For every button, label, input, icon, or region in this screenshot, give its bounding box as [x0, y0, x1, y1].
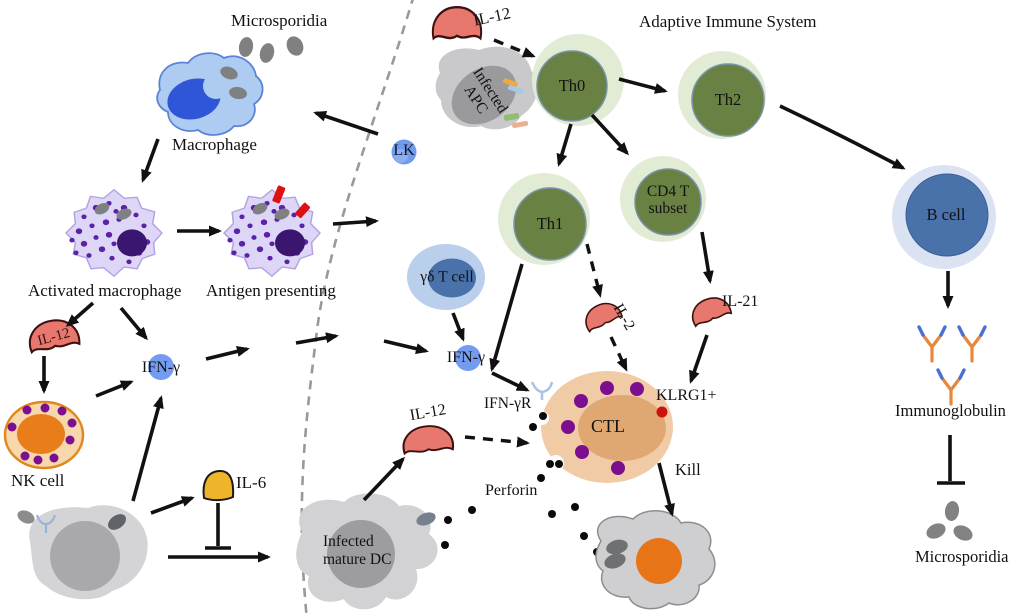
cd4-subset-cell — [620, 156, 706, 242]
ctl-cell — [530, 371, 673, 483]
infected-mature-dc-cell — [296, 493, 438, 610]
th1-label: Th1 — [536, 213, 564, 233]
immunoglobulin-label: Immunoglobulin — [895, 401, 1006, 420]
arrow — [556, 123, 573, 167]
ifngr-label: IFN-γR — [484, 395, 532, 412]
arrow — [383, 339, 429, 355]
lk-label: LK — [393, 142, 415, 160]
immune-synapse — [502, 78, 529, 129]
klrg1-dot — [656, 406, 668, 418]
arrow — [332, 216, 379, 228]
arrow — [65, 301, 95, 327]
th2-label: Th2 — [714, 89, 742, 109]
dashed-arrows — [464, 38, 628, 448]
arrows — [38, 77, 954, 563]
b-cell-shape — [892, 165, 996, 269]
dashed-arrow — [609, 336, 628, 372]
arrow — [150, 496, 195, 515]
arrow — [700, 231, 714, 284]
lk-blob — [391, 139, 417, 165]
dashed-arrow — [464, 435, 530, 448]
th0-label: Th0 — [558, 75, 586, 95]
arrow — [119, 306, 148, 341]
ifng-left-label: IFN-γ — [141, 359, 181, 377]
il6-inhibition-tbar — [205, 503, 231, 550]
immature-dc-cell — [17, 505, 148, 600]
ifng-left-blob — [148, 354, 174, 380]
ifng-mid-blob — [455, 345, 481, 371]
antigen-presenting-label: Antigen presenting — [206, 281, 336, 300]
activated-macrophage-cell — [65, 189, 163, 277]
antigen-presenting-cell — [223, 189, 321, 277]
arrow — [141, 138, 160, 183]
arrow — [451, 312, 465, 342]
microsporidia-spores-top — [238, 36, 304, 63]
arrow — [313, 110, 379, 136]
kill-label: Kill — [675, 460, 701, 479]
arrow — [657, 462, 675, 517]
dashed-arrow — [585, 243, 603, 298]
nk-cell-shape — [3, 400, 85, 470]
arrow — [95, 380, 134, 398]
th2-cell — [678, 51, 766, 139]
microsporidia-top-label: Microsporidia — [231, 11, 328, 30]
macrophage-cell — [156, 52, 264, 136]
arrow — [205, 346, 250, 361]
b-cell-label: B cell — [926, 204, 966, 224]
immunoglobulin-antibodies — [917, 325, 987, 406]
perforin-dots — [441, 412, 612, 556]
killed-cell — [595, 510, 716, 610]
cd4-subset-label: CD4 T subset — [646, 182, 690, 217]
ctl-label: CTL — [591, 416, 625, 437]
il6-blob — [202, 469, 235, 502]
mhc-antigen-markers — [272, 185, 311, 219]
arrow — [618, 77, 668, 94]
arrow — [590, 113, 630, 156]
arrow — [295, 332, 339, 345]
th0-cell — [532, 34, 624, 126]
infected-mature-dc-label: Infected mature DC — [323, 533, 392, 568]
activated-macrophage-label: Activated macrophage — [28, 281, 182, 300]
il6-label: IL-6 — [236, 473, 267, 492]
arrow — [131, 395, 164, 502]
il21-label: IL-21 — [722, 293, 759, 310]
arrow — [689, 334, 709, 384]
microsporidia-bottom-label: Microsporidia — [915, 547, 1009, 566]
arrow — [489, 263, 524, 372]
arrow — [779, 104, 906, 170]
nk-cell-label: NK cell — [11, 471, 65, 490]
adaptive-immune-system-label: Adaptive Immune System — [639, 12, 817, 31]
perforin-label: Perforin — [485, 482, 538, 499]
il12-bottom-blob — [400, 423, 455, 455]
immunoglobulin-inhibition-tbar — [937, 435, 965, 485]
microsporidia-spores-bottom — [926, 501, 973, 541]
ifngr-receptor-icon — [530, 381, 554, 400]
phagocytosis-receptor-icon — [35, 514, 57, 533]
macrophage-label: Macrophage — [172, 135, 257, 154]
gdt-cell — [407, 244, 485, 310]
klrg1-label: KLRG1+ — [656, 387, 717, 404]
dashed-arrow — [493, 38, 536, 58]
ifng-mid-label: IFN-γ — [446, 349, 486, 367]
infected-apc-cell — [435, 46, 538, 130]
th1-cell — [498, 173, 590, 265]
arrow — [362, 456, 406, 502]
gd-t-cell-label: γδ T cell — [420, 268, 474, 286]
arrow — [491, 371, 530, 392]
